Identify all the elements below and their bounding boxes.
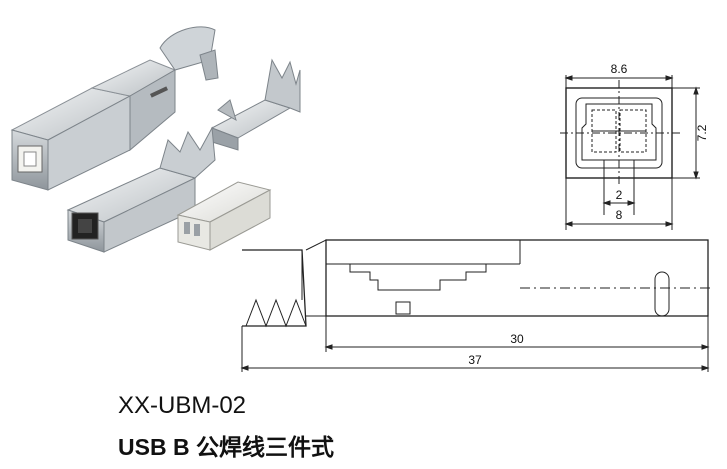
- shell-part-upper: [10, 26, 219, 191]
- dim-slot-2: 2: [616, 188, 623, 202]
- side-view: [240, 239, 712, 372]
- dim-inner-8: 8: [616, 208, 623, 222]
- front-view: [560, 75, 700, 230]
- inner-shell-part: [66, 126, 216, 253]
- crimp-cover-part: [210, 58, 301, 151]
- dim-width-8-6: 8.6: [611, 62, 628, 76]
- dim-length-30: 30: [510, 332, 524, 346]
- plastic-insert-part: [176, 181, 272, 251]
- model-number: XX-UBM-02: [118, 392, 247, 419]
- product-description: USB B 公焊线三件式: [118, 434, 334, 460]
- dim-length-37: 37: [468, 353, 482, 367]
- product-photo: [10, 26, 301, 253]
- dim-height-7-2: 7.2: [695, 124, 709, 141]
